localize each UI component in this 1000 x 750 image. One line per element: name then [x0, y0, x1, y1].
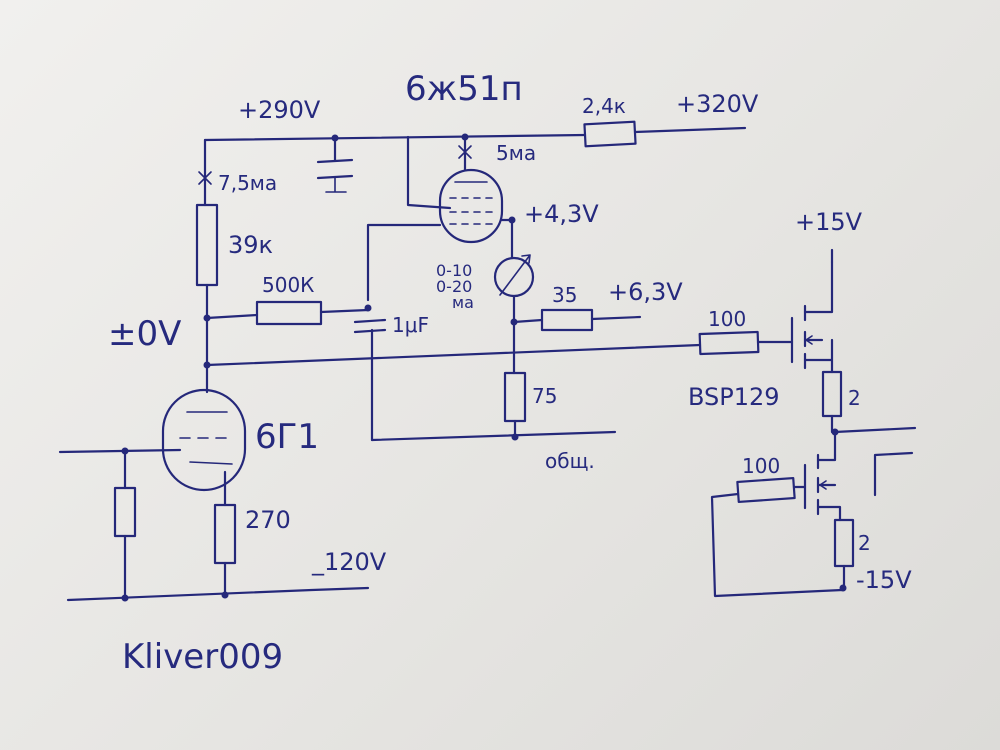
- label-bsp129: BSP129: [688, 383, 780, 411]
- junction-minus-15: [839, 584, 847, 592]
- wire-to-6-3v: [590, 315, 642, 321]
- label-290v: +290V: [238, 96, 321, 124]
- label-15v-top: +15V: [795, 208, 863, 236]
- label-meter-unit: ма: [452, 293, 474, 312]
- wire-0v-to-500k: [205, 313, 259, 320]
- label-5ma: 5ма: [496, 141, 536, 165]
- tube-6zh51p: [438, 168, 504, 244]
- mosfet-bottom-leads: [816, 453, 842, 522]
- tube-6zh51p-grids: [449, 197, 493, 225]
- current-mark-5ma: [458, 145, 472, 159]
- label-320v: +320V: [676, 90, 759, 118]
- label-7-5ma: 7,5ма: [218, 171, 277, 195]
- label-1uf: 1μF: [392, 313, 429, 337]
- resistor-100-top: [698, 330, 760, 356]
- label-75: 75: [532, 384, 557, 408]
- wire-to-35: [512, 318, 544, 324]
- label-2-top: 2: [848, 386, 861, 410]
- wire-bottom-feedback: [710, 492, 844, 598]
- resistor-grid-leak: [113, 486, 137, 538]
- tube-6g1-cathode: [189, 461, 233, 465]
- label-270: 270: [245, 506, 291, 534]
- label-0v: ±0V: [108, 314, 181, 354]
- mosfet-top-leads: [803, 260, 834, 374]
- label-6-3v: +6,3V: [608, 278, 683, 306]
- bottom-rail-wire: [66, 586, 370, 602]
- label-meter-range-2: 0-20: [436, 277, 472, 296]
- resistor-2-bottom: [833, 518, 855, 568]
- wire-500k-to-cap: [319, 308, 370, 314]
- label-minus-120v: _120V: [311, 548, 387, 576]
- junction-bottom-b: [221, 591, 229, 599]
- junction-bottom-a: [121, 594, 129, 602]
- label-tube-6zh51p: 6ж51п: [405, 69, 523, 109]
- label-tube-6g1: 6Г1: [255, 417, 319, 457]
- label-meter-range-1: 0-10: [436, 261, 472, 280]
- label-500k: 500К: [262, 273, 314, 297]
- resistor-75: [503, 371, 527, 423]
- resistor-270: [213, 503, 237, 565]
- label-39k: 39к: [228, 231, 273, 259]
- resistor-500k: [255, 300, 323, 326]
- mosfet-top-arrow: [805, 335, 813, 345]
- wire-cap-bottom: [325, 177, 347, 193]
- output-wire: [833, 426, 917, 434]
- capacitor-1uf: [353, 318, 387, 334]
- label-2-bottom: 2: [858, 531, 871, 555]
- wire-0v-to-gate: [205, 343, 702, 367]
- wire-grid-to-cap: [366, 223, 442, 302]
- resistor-2k4: [583, 120, 637, 148]
- label-4-3v: +4,3V: [524, 200, 599, 228]
- mosfet-bottom-arrow: [819, 480, 827, 490]
- ground-symbol: [873, 451, 914, 497]
- input-wire: [58, 448, 182, 454]
- wire-screen-grid: [406, 135, 452, 210]
- common-bus: [370, 430, 617, 442]
- label-35: 35: [552, 283, 577, 307]
- label-100-top: 100: [708, 307, 746, 331]
- resistor-35: [540, 308, 594, 332]
- wire-to-320v: [633, 126, 747, 134]
- current-mark-7-5ma: [198, 171, 212, 185]
- label-common: общ.: [545, 449, 595, 473]
- resistor-2-top: [821, 370, 843, 418]
- signature: Kliver009: [122, 637, 283, 677]
- top-rail-wire: [203, 133, 587, 142]
- capacitor-rail: [316, 158, 354, 180]
- junction-cap: [364, 304, 372, 312]
- resistor-100-bottom: [736, 476, 796, 504]
- label-100-bottom: 100: [742, 454, 780, 478]
- tube-6g1: [161, 388, 247, 492]
- meter-arrow: [499, 254, 531, 296]
- resistor-39k: [195, 203, 219, 287]
- label-2k4: 2,4к: [582, 94, 626, 118]
- label-minus-15v: -15V: [856, 566, 912, 594]
